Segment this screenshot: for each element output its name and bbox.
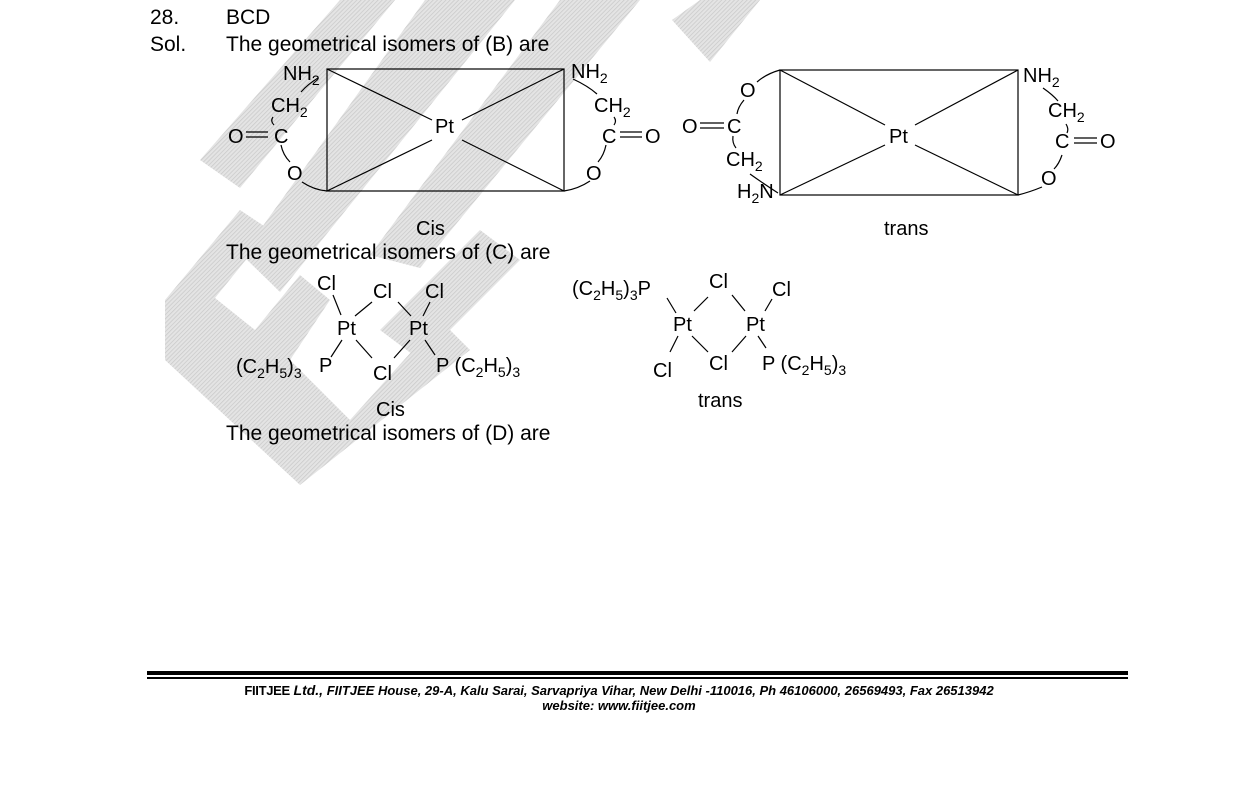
footer-website: website: www.fiitjee.com [542,698,696,713]
nh2-label: NH2 [1023,65,1060,90]
footer-address: FIITJEE House, 29-A, Kalu Sarai, Sarvapr… [326,683,994,698]
cl-atom: Cl [373,281,392,303]
footer-address-line: FIITJEE Ltd., FIITJEE House, 29-A, Kalu … [0,682,1238,698]
cl-atom: Cl [709,271,728,293]
o-atom: O [586,163,602,185]
ch2-label: CH2 [271,95,308,120]
ethyl-p-label: (C2H5)3P [572,278,651,303]
footer-divider-thick [147,671,1128,675]
o-atom: O [1100,131,1116,153]
cl-atom: Cl [317,273,336,295]
c-atom: C [602,126,616,148]
solution-label: Sol. [150,33,187,56]
heading-isomers-b: The geometrical isomers of (B) are [226,33,550,56]
structure-b-trans [700,69,1097,196]
structure-c-trans [666,294,773,353]
h2n-label: H2N [737,181,774,206]
answer-key: BCD [226,6,271,29]
o-atom: O [287,163,303,185]
pt-atom: Pt [889,126,908,148]
c-atom: C [727,116,741,138]
nh2-label: NH2 [571,61,608,86]
cl-atom: Cl [772,279,791,301]
o-atom: O [682,116,698,138]
p-atom: P [319,355,332,377]
o-atom: O [228,126,244,148]
trans-label: trans [698,390,742,412]
question-number: 28. [150,6,180,29]
p-ethyl-label: P (C2H5)3 [436,355,520,380]
cl-atom: Cl [653,360,672,382]
heading-isomers-d: The geometrical isomers of (D) are [226,422,551,445]
cl-atom: Cl [373,363,392,385]
pt-atom: Pt [435,116,454,138]
footer-divider-thin [147,677,1128,679]
pt-atom: Pt [337,318,356,340]
ethyl-group-label: (C2H5)3 [236,356,302,381]
structure-b-cis [246,68,642,192]
cl-atom: Cl [709,353,728,375]
pt-atom: Pt [409,318,428,340]
nh2-label: NH2 [283,63,320,88]
pt-atom: Pt [746,314,765,336]
cis-label: Cis [376,399,405,421]
c-atom: C [1055,131,1069,153]
footer-ltd: Ltd., [293,682,324,698]
ch2-label: CH2 [726,149,763,174]
trans-label: trans [884,218,928,240]
heading-isomers-c: The geometrical isomers of (C) are [226,241,551,264]
p-ethyl-label: P (C2H5)3 [762,353,846,378]
pt-atom: Pt [673,314,692,336]
ch2-label: CH2 [1048,100,1085,125]
ch2-label: CH2 [594,95,631,120]
o-atom: O [740,80,756,102]
o-atom: O [1041,168,1057,190]
c-atom: C [274,126,288,148]
cl-atom: Cl [425,281,444,303]
cis-label: Cis [416,218,445,240]
structure-c-cis [330,294,436,359]
o-atom: O [645,126,661,148]
footer-brand: FIITJEE [244,683,290,698]
